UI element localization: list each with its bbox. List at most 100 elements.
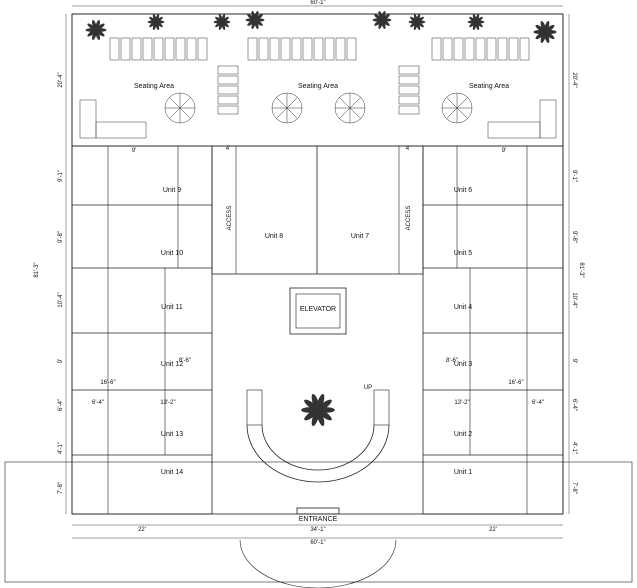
lounge-furniture xyxy=(79,37,557,139)
lounge-chair xyxy=(497,37,508,61)
dimension-text: 4'-1" xyxy=(571,442,577,454)
lounge-chair xyxy=(291,37,302,61)
dimension-text: 7'-8" xyxy=(58,482,64,494)
plant-icon xyxy=(533,20,557,44)
lounge-chair xyxy=(217,85,239,95)
left-units-block xyxy=(71,145,213,515)
dimension-text: 6'-4" xyxy=(58,399,64,411)
dimension-text: 8'-6" xyxy=(446,358,458,364)
right-units-block xyxy=(422,145,564,515)
lounge-chair xyxy=(153,37,164,61)
lounge-chair xyxy=(109,37,120,61)
lounge-chair xyxy=(269,37,280,61)
dimension-text: 7'-8" xyxy=(571,482,577,494)
lounge-chair xyxy=(346,37,357,61)
dimension-text: 10'-4" xyxy=(58,292,64,307)
lounge-chair xyxy=(302,37,313,61)
elevator-shaft xyxy=(289,287,347,335)
unit-label: Unit 10 xyxy=(161,250,183,257)
unit-label: Unit 11 xyxy=(161,304,183,311)
plant-icon xyxy=(301,393,335,427)
lounge-chair xyxy=(398,105,420,115)
unit-label: Unit 1 xyxy=(454,469,472,476)
lounge-chair xyxy=(431,37,442,61)
dimension-text: 9'-8" xyxy=(571,231,577,243)
entrance-door xyxy=(296,507,340,515)
unit-label: Unit 13 xyxy=(161,431,183,438)
dimension-text: 9' xyxy=(58,359,64,363)
lounge-chair xyxy=(280,37,291,61)
lounge-chair xyxy=(453,37,464,61)
dimension-text: 9' xyxy=(502,148,506,154)
unit-label: Unit 6 xyxy=(454,187,472,194)
dimension-text: 6'-4" xyxy=(532,400,544,406)
dimension-text: 9' xyxy=(571,359,577,363)
seating-area-label: Seating Area xyxy=(134,83,174,90)
lounge-chair xyxy=(487,121,541,139)
lounge-chair xyxy=(486,37,497,61)
lounge-chair xyxy=(398,75,420,85)
plant-icon xyxy=(372,10,392,30)
dimension-text: 6'-4" xyxy=(571,399,577,411)
lounge-chair xyxy=(186,37,197,61)
lounge-chair xyxy=(164,37,175,61)
stair-up-label: UP xyxy=(364,385,372,391)
lounge-chair xyxy=(79,99,97,139)
unit-label: Unit 14 xyxy=(161,469,183,476)
dimension-text: 6'-4" xyxy=(92,400,104,406)
staircase-curve xyxy=(246,424,390,483)
lounge-chair xyxy=(398,65,420,75)
lounge-chair xyxy=(313,37,324,61)
plant-icon xyxy=(213,13,231,31)
unit-label: Unit 9 xyxy=(163,187,181,194)
lounge-chair xyxy=(247,37,258,61)
dimension-text: 9'-1" xyxy=(58,170,64,182)
dimension-text: 20'-4" xyxy=(571,72,577,87)
lounge-chair xyxy=(175,37,186,61)
lounge-chair xyxy=(519,37,530,61)
dimension-text: 60'-1" xyxy=(310,540,325,546)
dimension-text: 81'-3" xyxy=(578,262,584,277)
dimension-text: 9'-1" xyxy=(571,170,577,182)
seating-area-label: Seating Area xyxy=(469,83,509,90)
dimension-text: 20'-4" xyxy=(58,72,64,87)
access-label: ACCESS xyxy=(227,206,233,231)
dimension-text: 10'-4" xyxy=(571,292,577,307)
dimension-text: 81'-3" xyxy=(34,262,40,277)
lounge-chair xyxy=(258,37,269,61)
unit-label: Unit 7 xyxy=(351,233,369,240)
unit-label: Unit 5 xyxy=(454,250,472,257)
unit-label: Unit 4 xyxy=(454,304,472,311)
dimension-text: 16'-6" xyxy=(508,380,523,386)
lounge-chair xyxy=(324,37,335,61)
entrance-label: ENTRANCE xyxy=(299,516,338,523)
lounge-chair xyxy=(217,95,239,105)
lounge-chair xyxy=(335,37,346,61)
center-units-block xyxy=(211,145,424,275)
access-label: ACCESS xyxy=(406,206,412,231)
unit-label: Unit 2 xyxy=(454,431,472,438)
dimension-text: 4' xyxy=(226,146,230,152)
seating-area-label: Seating Area xyxy=(298,83,338,90)
lounge-chair xyxy=(217,105,239,115)
unit-label: Unit 12 xyxy=(161,361,183,368)
plant-icon xyxy=(245,10,265,30)
lounge-chair xyxy=(197,37,208,61)
dimension-text: 16'-6" xyxy=(100,380,115,386)
lounge-chair xyxy=(508,37,519,61)
dimension-text: 9' xyxy=(132,148,136,154)
lounge-chair xyxy=(442,37,453,61)
elevator-label: ELEVATOR xyxy=(300,306,336,313)
dimension-text: 13'-2" xyxy=(160,400,175,406)
plant-icon xyxy=(85,19,107,41)
dimension-text: 22' xyxy=(489,527,497,533)
lounge-chair xyxy=(464,37,475,61)
unit-label: Unit 8 xyxy=(265,233,283,240)
dimension-text: 4'-1" xyxy=(58,442,64,454)
plant-icon xyxy=(467,13,485,31)
dimension-text: 4' xyxy=(406,146,410,152)
dimension-text: 9'-8" xyxy=(58,231,64,243)
seating-zone xyxy=(71,13,564,147)
lounge-chair xyxy=(398,85,420,95)
